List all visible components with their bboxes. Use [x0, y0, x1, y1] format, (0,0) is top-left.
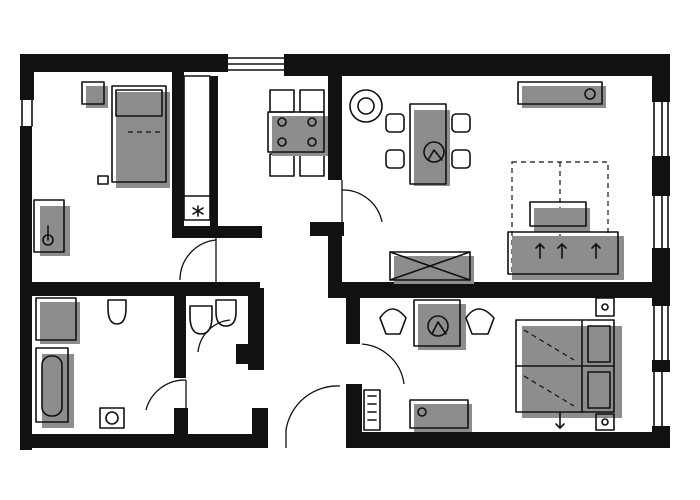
- wall-bottom-entry-left: [252, 408, 268, 448]
- room-wc: [189, 299, 237, 335]
- table-icon: [413, 299, 461, 347]
- coffee-table: [529, 201, 587, 227]
- toilet-icon: [189, 305, 213, 335]
- wall-right-lower: [652, 426, 670, 448]
- chair-icon: [385, 149, 405, 169]
- sofa-icon: [507, 231, 619, 275]
- wall-bottom-left: [20, 434, 184, 448]
- sideboard: [517, 81, 603, 105]
- window-right-2: [653, 195, 669, 249]
- chair-icon: [451, 113, 471, 133]
- plant-icon: [349, 89, 383, 123]
- wall-right-pier-3: [652, 360, 670, 372]
- chair-icon: [299, 153, 325, 177]
- window-right-3: [653, 305, 669, 361]
- room-bedroom-small: [33, 81, 170, 256]
- room-bathroom: [35, 297, 127, 429]
- wardrobe-icon: [183, 75, 211, 221]
- chair-icon: [385, 113, 405, 133]
- room-living-dining: [349, 81, 624, 284]
- dresser: [409, 399, 469, 429]
- tv-cabinet: [389, 251, 471, 281]
- window-right-1: [653, 101, 669, 157]
- wall-interior-10: [248, 288, 264, 370]
- wall-top-right: [284, 54, 670, 76]
- nightstand: [595, 297, 615, 317]
- wall-top-left: [20, 54, 228, 72]
- wall-right-pier-1: [652, 156, 670, 196]
- socket: [97, 175, 109, 185]
- chair-icon: [269, 89, 295, 113]
- window-right-4: [653, 371, 663, 427]
- dining-area: [267, 89, 328, 177]
- table-icon: [409, 103, 447, 185]
- wall-bottom-right: [346, 432, 670, 448]
- wall-interior-8: [174, 296, 186, 378]
- chair-icon: [299, 89, 325, 113]
- window-left: [21, 99, 33, 127]
- wardrobe-icon: [363, 389, 381, 431]
- chair-icon: [269, 153, 295, 177]
- toilet-icon: [215, 299, 237, 327]
- chair-icon: [465, 308, 495, 335]
- wall-interior-6: [20, 282, 260, 296]
- wall-right-upper: [652, 54, 670, 102]
- wall-interior-1: [172, 72, 184, 238]
- wall-interior-5: [328, 222, 342, 288]
- wall-bottom-center: [188, 434, 252, 448]
- chair-icon: [451, 149, 471, 169]
- nightstand: [81, 81, 105, 105]
- nightstand: [595, 413, 615, 431]
- wall-interior-11: [346, 296, 360, 344]
- toilet-icon: [107, 299, 127, 325]
- plant-icon: [192, 205, 204, 217]
- wall-interior-3: [328, 72, 342, 180]
- wall-interior-7: [328, 282, 670, 298]
- desk: [33, 199, 65, 253]
- wall-bottom-mid: [174, 408, 188, 448]
- window-top: [227, 57, 285, 71]
- table-icon: [267, 111, 325, 153]
- wall-left-upper: [20, 54, 34, 100]
- room-bedroom-master: [363, 297, 622, 432]
- bathtub-icon: [35, 347, 69, 423]
- door-swing-icon: [145, 180, 405, 448]
- wardrobe-side: [210, 76, 218, 232]
- shower-tray: [35, 297, 77, 341]
- walls: [20, 54, 670, 450]
- chair-icon: [379, 308, 407, 335]
- bed-icon: [111, 85, 167, 183]
- sink-icon: [105, 411, 119, 425]
